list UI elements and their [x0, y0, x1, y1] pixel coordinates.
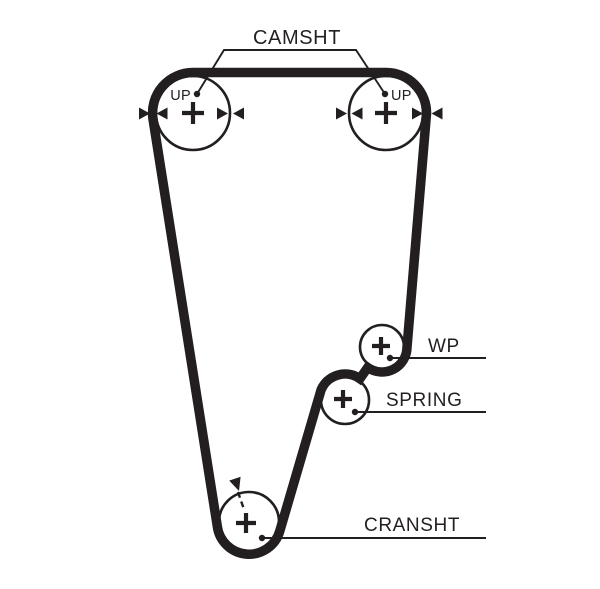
water-pump-label: WP — [428, 336, 460, 357]
center-cross-icon — [372, 337, 390, 355]
timing-mark-dot — [351, 408, 359, 416]
center-cross-icon — [236, 513, 256, 533]
crank-timing-mark-dash — [236, 491, 245, 509]
crank-timing-arrow-icon — [229, 476, 241, 491]
alignment-arrow-left-icon — [431, 107, 443, 120]
alignment-arrow-right-icon — [336, 107, 347, 120]
alignment-arrow-right-icon — [217, 107, 228, 120]
timing-belt-path — [147, 67, 432, 559]
timing-mark-dot — [258, 534, 266, 542]
timing-mark-dot — [386, 354, 394, 362]
spring-label: SPRING — [386, 390, 462, 411]
alignment-arrow-left-icon — [351, 107, 363, 120]
alignment-arrow-right-icon — [139, 107, 150, 120]
camshaft-label: CAMSHT — [253, 27, 341, 49]
center-cross-icon — [375, 102, 397, 124]
center-cross-icon — [334, 390, 352, 408]
timing-mark-dot — [193, 90, 201, 98]
alignment-arrow-left-icon — [156, 107, 168, 120]
crankshaft-label: CRANSHT — [364, 515, 460, 536]
up-label-right: UP — [391, 88, 412, 104]
timing-mark-dot — [381, 90, 389, 98]
up-label-left: UP — [170, 88, 191, 104]
center-cross-icon — [182, 102, 204, 124]
alignment-arrow-right-icon — [412, 107, 423, 120]
alignment-arrow-left-icon — [233, 107, 244, 120]
